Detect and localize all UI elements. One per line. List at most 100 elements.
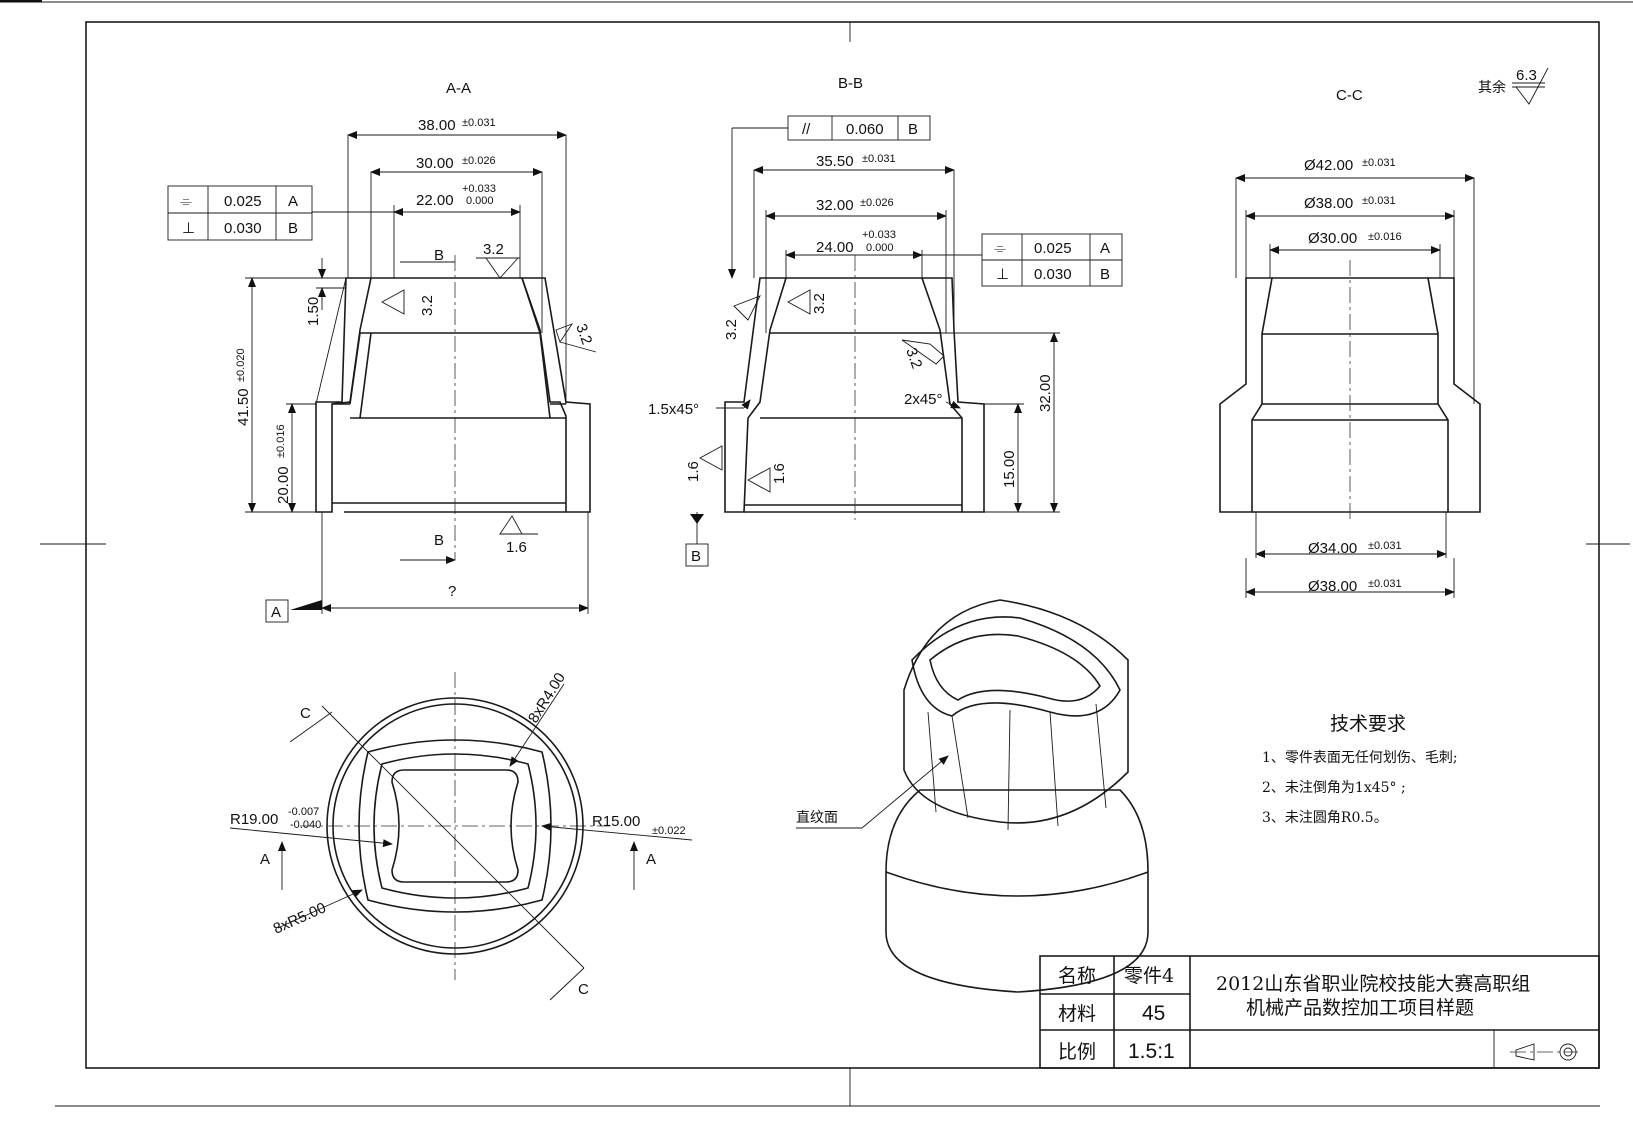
top-radius-corner: 8xR4.00 [525,670,569,726]
cc-d1: Ø42.00 [1304,157,1353,174]
aa-height-total-tol: ±0.020 [235,348,247,382]
roughness-prefix: 其余 [1478,79,1506,96]
section-title-aa: A-A [446,80,471,97]
iso-label: 直纹面 [796,809,838,826]
aa-rough-top: 3.2 [483,241,504,258]
bb-fcf2-datum: B [1100,266,1110,283]
bb-fcf1-symbol: ⌯ [994,240,1006,257]
bb-tol-top3-lo: 0.000 [866,242,894,254]
aa-step-height: 1.50 [305,297,322,326]
cc-d5: Ø38.00 [1308,578,1357,595]
bb-rough-inner: 3.2 [811,293,828,314]
aa-fcf2-datum: B [288,220,298,237]
cc-d3-tol: ±0.016 [1368,231,1402,243]
tb-name-label: 名称 [1058,965,1096,987]
tb-material-value: 45 [1142,1002,1165,1025]
cc-d2: Ø38.00 [1304,195,1353,212]
section-view-cc: Ø42.00 ±0.031 Ø38.00 ±0.031 Ø30.00 ±0.01… [1219,157,1481,598]
top-r-right-tol: ±0.022 [652,825,686,837]
section-view-bb: // 0.060 B 35.50 ±0.031 32.00 ±0.026 24.… [648,115,1123,567]
bb-fcf1-value: 0.025 [1034,240,1072,257]
cc-d1-tol: ±0.031 [1362,157,1396,169]
bb-height-upper: 32.00 [1037,374,1054,412]
isometric-view: 直纹面 [796,599,1149,993]
aa-section-mark-bottom: B [434,532,444,549]
aa-rough-bottom: 1.6 [506,539,527,556]
technical-requirements: 技术要求 1、零件表面无任何划伤、毛刺; 2、未注倒角为1x45° ; 3、未注… [1262,713,1458,826]
section-title-bb: B-B [838,75,863,92]
aa-datum-label: A [271,604,281,621]
aa-fcf2-value: 0.030 [224,220,262,237]
aa-tol-top3-up: +0.033 [462,183,496,195]
general-roughness-symbol: 其余 6.3 [1478,67,1549,105]
bb-rough-low-inner: 1.6 [771,463,788,484]
cc-d5-tol: ±0.031 [1368,578,1402,590]
bb-tol-top1: ±0.031 [862,153,896,165]
section-title-cc: C-C [1336,87,1363,104]
top-r-left: R19.00 [230,811,278,828]
aa-fcf1-datum: A [288,193,298,210]
aa-fcf1-symbol: ⌯ [180,193,192,210]
bb-rough-low-left: 1.6 [685,461,702,482]
top-r-left-lo: -0.040 [290,819,321,831]
tech-item-1: 1、零件表面无任何划伤、毛刺; [1262,750,1458,766]
aa-rough-inner: 3.2 [419,295,436,316]
aa-height-lower-tol: ±0.016 [275,424,287,458]
tech-item-3: 3、未注圆角R0.5。 [1262,810,1388,826]
aa-height-lower: 20.00 [275,466,292,504]
bb-tol-top3-up: +0.033 [862,229,896,241]
tech-title: 技术要求 [1330,713,1406,735]
bb-rough-left: 3.2 [723,319,740,340]
tb-scale-value: 1.5:1 [1128,1040,1175,1063]
aa-tol-top3-lo: 0.000 [466,195,494,207]
top-view: C C 8xR4.00 8xR5.00 R19.00 -0.007 -0.040… [229,670,693,1001]
tech-item-2: 2、未注倒角为1x45° ; [1262,780,1406,796]
top-cut-a1: A [260,851,270,868]
bb-dim-top2: 32.00 [816,197,854,214]
bb-fcf-parallel-datum: B [908,121,918,138]
aa-tol-top1: ±0.031 [462,117,496,129]
tb-title-line1: 2012山东省职业院校技能大赛高职组 [1216,973,1530,995]
top-cut-c1: C [300,705,311,722]
top-r-right: R15.00 [592,813,640,830]
aa-unknown-dim: ? [448,583,456,600]
aa-fcf2-symbol: ⊥ [182,220,195,237]
top-cut-a2: A [646,851,656,868]
aa-fcf1-value: 0.025 [224,193,262,210]
bb-tol-top2: ±0.026 [860,197,894,209]
title-block: 名称 零件4 材料 45 比例 1.5:1 2012山东省职业院校技能大赛高职组… [1039,955,1600,1069]
bb-fcf2-value: 0.030 [1034,266,1072,283]
tb-scale-label: 比例 [1058,1041,1096,1063]
top-cut-c2: C [578,981,589,998]
tb-name-value: 零件4 [1124,965,1174,987]
bb-dim-top3: 24.00 [816,239,854,256]
tb-title-line2: 机械产品数控加工项目样题 [1246,997,1474,1019]
bb-height-lower: 15.00 [1001,450,1018,488]
bb-chamfer-left: 1.5x45° [648,401,699,418]
projection-symbol-icon [1510,1043,1578,1061]
bb-fcf-parallel-value: 0.060 [846,121,884,138]
cc-d4: Ø34.00 [1308,540,1357,557]
bb-fcf1-datum: A [1100,240,1110,257]
aa-rough-outer: 3.2 [572,322,595,347]
tb-material-label: 材料 [1058,1003,1096,1025]
bb-fcf-parallel-symbol: // [802,121,811,138]
aa-tol-top2: ±0.026 [462,155,496,167]
top-radius-side: 8xR5.00 [271,899,329,937]
top-r-left-up: -0.007 [288,806,319,818]
bb-datum-label: B [691,548,701,565]
aa-section-mark-top: B [434,247,444,264]
cc-d4-tol: ±0.031 [1368,540,1402,552]
bb-chamfer-right: 2x45° [904,391,943,408]
bb-dim-top1: 35.50 [816,153,854,170]
cc-d2-tol: ±0.031 [1362,195,1396,207]
aa-height-total: 41.50 [235,388,252,426]
cc-d3: Ø30.00 [1308,230,1357,247]
roughness-general-value: 6.3 [1516,67,1537,84]
aa-dim-top3: 22.00 [416,192,454,209]
bb-fcf2-symbol: ⊥ [996,266,1009,283]
aa-dim-top1: 38.00 [418,117,456,134]
section-view-aa: 38.00 ±0.031 30.00 ±0.026 22.00 +0.033 0… [167,117,597,623]
